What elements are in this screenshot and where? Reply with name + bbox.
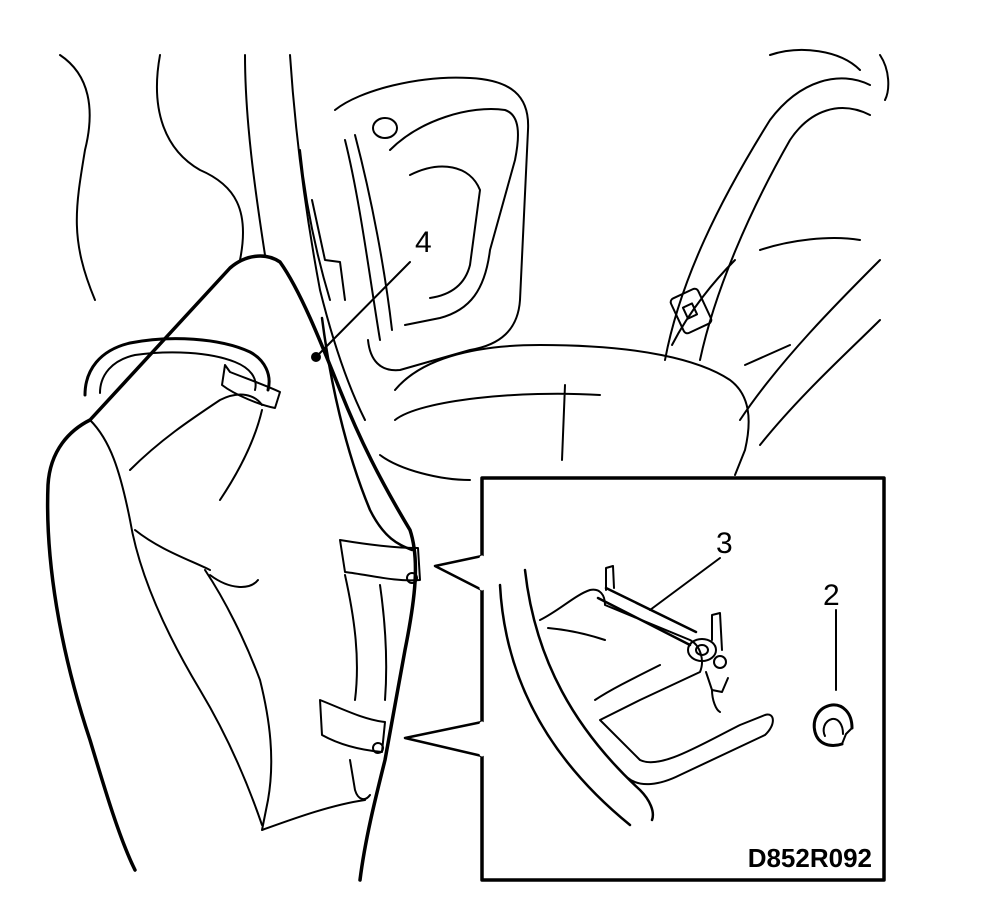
b-pillar (244, 54, 366, 421)
lower-hinge-pin (372, 742, 384, 754)
inset-post-right (711, 612, 723, 651)
inset-pointer-lower (403, 720, 484, 758)
right-seat-back (664, 77, 871, 361)
inset-bracket-inner (547, 627, 661, 701)
seat-back-contour (204, 569, 366, 831)
headrest-handle (221, 364, 281, 409)
front-seat-back (334, 76, 530, 372)
upper-hinge-pin (406, 572, 418, 584)
lower-hinge-strap (319, 699, 386, 753)
rear-cushion-seam (394, 384, 601, 461)
headrest-strap-inner (99, 351, 257, 394)
seat-back-side (89, 419, 263, 826)
vehicle-interior (59, 49, 890, 481)
rear-seat-back-folded (45, 254, 421, 882)
right-seat-headrest (769, 49, 890, 101)
side-trim-panel (59, 54, 245, 301)
callout-4-label: 4 (415, 226, 432, 259)
right-seatbelt (671, 259, 736, 346)
lower-hinge-bracket (349, 759, 371, 801)
front-seat-bolster (344, 134, 393, 341)
inset-hinge-bracket (539, 588, 774, 786)
figure-code: D852R092 (748, 843, 872, 873)
rear-cushion (394, 344, 750, 476)
upper-hinge-body (344, 574, 388, 701)
inset-cable-end (711, 689, 721, 713)
headrest-strap (83, 337, 271, 397)
inset-rod-end-inner (695, 644, 709, 656)
right-seat-panel (739, 259, 881, 446)
pillar-edge (299, 149, 346, 301)
callout-4-leader (317, 261, 411, 356)
front-seat-knob (372, 117, 398, 139)
inset-seat-curve (498, 568, 655, 827)
front-seat-back-inner (389, 108, 519, 326)
upper-hinge-strap (339, 539, 421, 582)
seatbelt-buckle-slot (681, 302, 699, 320)
seatbelt-buckle (669, 287, 713, 335)
cushion-front-edge (379, 454, 471, 481)
release-cable (320, 316, 414, 552)
seat-back-outline (45, 254, 418, 882)
front-seat-recess (409, 165, 481, 299)
spring-clip-icon (812, 703, 854, 747)
inset-post-left (605, 565, 615, 591)
callout-3-leader (649, 557, 721, 611)
inset-rod-end (687, 638, 717, 662)
callout-3-label: 3 (716, 527, 733, 560)
callout-2-label: 2 (823, 579, 840, 612)
callout-4-dot (311, 352, 321, 362)
inset-clip (705, 671, 729, 693)
inset-pin (713, 655, 727, 669)
detail-inset: 3 2 D852R092 (403, 476, 886, 882)
callout-4-group: 4 (311, 226, 432, 362)
seat-back-fold-crease (209, 409, 263, 588)
right-seat-seam (744, 237, 861, 366)
inset-pointer-upper (433, 554, 484, 592)
seat-back-face (129, 393, 263, 571)
